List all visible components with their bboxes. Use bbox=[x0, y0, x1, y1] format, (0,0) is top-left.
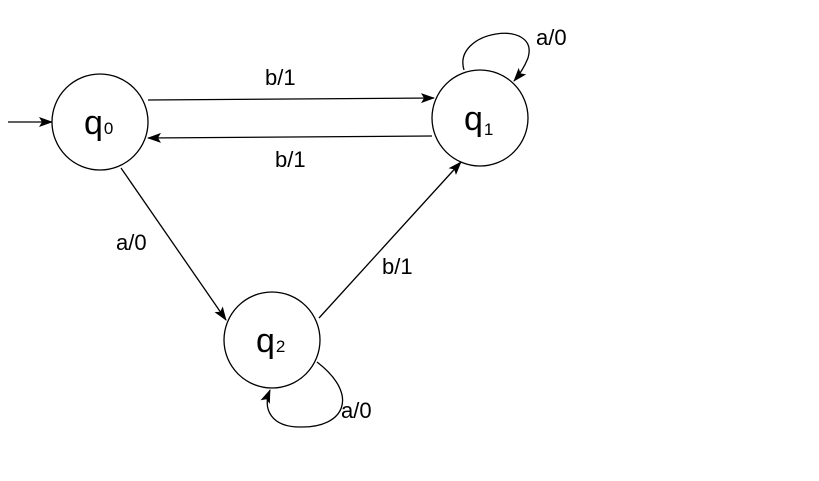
edge-q0-q1 bbox=[147, 93, 435, 104]
state-q2: q2 bbox=[223, 291, 321, 389]
edge-label-q2-loop: a/0 bbox=[341, 398, 372, 423]
edge-label-q0-q2: a/0 bbox=[116, 230, 147, 255]
edge-q2-q1 bbox=[318, 161, 462, 319]
edge-q0-q2 bbox=[120, 167, 227, 321]
self-loop-q2 bbox=[260, 361, 344, 428]
state-circle-q0 bbox=[51, 73, 149, 171]
state-q1: q1 bbox=[431, 69, 529, 167]
state-q0: q0 bbox=[51, 73, 149, 171]
edge-label-q1-q0: b/1 bbox=[275, 147, 306, 172]
edge-label-q2-q1: b/1 bbox=[382, 254, 413, 279]
edge-q1-q0 bbox=[147, 132, 433, 143]
state-label-q1: q1 bbox=[464, 100, 493, 139]
state-circle-q2 bbox=[223, 291, 321, 389]
state-label-q0: q0 bbox=[84, 104, 113, 142]
edge-label-q0-q1: b/1 bbox=[265, 65, 296, 90]
edge-label-q1-loop: a/0 bbox=[536, 25, 567, 50]
state-label-q2: q2 bbox=[256, 322, 285, 360]
self-loop-q1 bbox=[462, 32, 530, 82]
state-circle-q1 bbox=[431, 69, 529, 167]
